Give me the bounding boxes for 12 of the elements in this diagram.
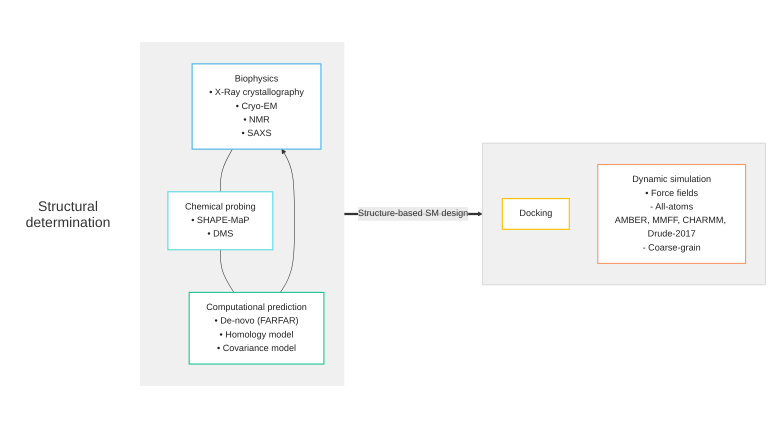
connector — [220, 148, 233, 192]
node-box: Dynamic simulation • Force fields - All-atoms AMBER, MMFF, CHARMM, Drude-2017 - Coarse-grain — [597, 163, 746, 264]
node-box: Docking — [502, 198, 570, 230]
edge-label: Structure-based SM design — [358, 208, 468, 218]
cluster — [482, 142, 766, 285]
connector — [220, 249, 234, 292]
node-box: Computational prediction • De-novo (FARFAR) • Homology model • Covariance model — [188, 291, 324, 364]
cluster — [140, 42, 344, 386]
node-box: Biophysics • X-Ray crystallography • Cryo-EM • NMR • SAXS — [192, 62, 322, 150]
node-box: Chemical probing • SHAPE-MaP • DMS — [167, 190, 274, 250]
arrow — [280, 148, 295, 292]
note-text: Structural determination — [24, 198, 112, 230]
